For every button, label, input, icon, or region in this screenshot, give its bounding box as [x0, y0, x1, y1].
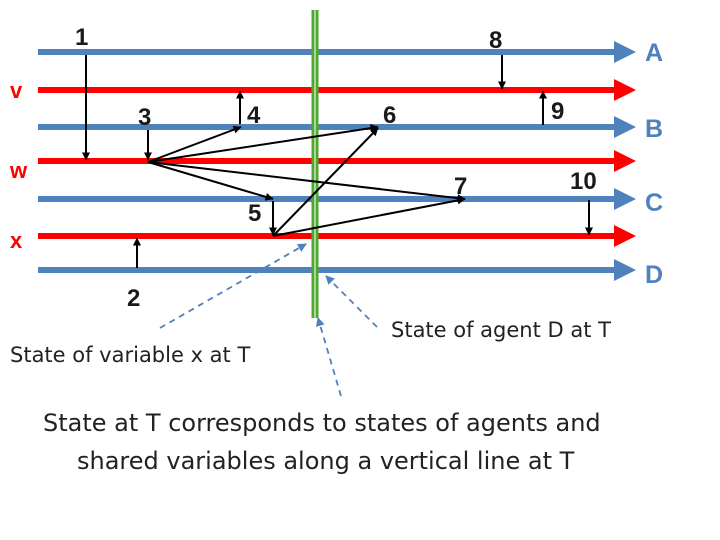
lanes-group: A v B w C: [9, 39, 663, 289]
event-labels-group: 1 2 3 4 5 6 7 8 9 10: [75, 24, 597, 312]
event-2-label: 2: [127, 285, 140, 312]
lane-d-arrowhead: [614, 259, 636, 281]
message-5-to-6-arrow: [272, 127, 379, 237]
lane-x-label: x: [10, 228, 23, 253]
agent-state-note: State of agent D at T: [391, 318, 611, 342]
lane-x-arrowhead: [614, 225, 636, 247]
annotations-group: State of variable x at T State of agent …: [10, 318, 611, 475]
message-3-to-7-arrow: [147, 161, 466, 203]
lane-a-arrowhead: [614, 41, 636, 63]
event-8-label: 8: [489, 27, 502, 54]
lane-b-arrowhead: [614, 116, 636, 138]
lane-agent-d: D: [38, 259, 663, 289]
lane-c-label: C: [645, 189, 663, 217]
event-3-label: 3: [138, 104, 151, 131]
event-6-label: 6: [383, 102, 396, 129]
message-5-to-7-arrow: [272, 196, 466, 237]
pointer-variable-x-arrow: [159, 243, 307, 329]
event-9-label: 9: [551, 98, 564, 125]
lane-w-label: w: [9, 158, 28, 183]
message-3-to-5-arrow: [147, 161, 274, 201]
lane-v-arrowhead: [614, 79, 636, 101]
event-1-label: 1: [75, 24, 88, 51]
pointers-group: [159, 243, 378, 397]
lane-a-label: A: [645, 39, 663, 67]
lane-w-arrowhead: [614, 150, 636, 172]
messages-group: [82, 55, 593, 268]
lane-b-label: B: [645, 115, 663, 143]
event-4-label: 4: [247, 102, 261, 129]
message-3-to-4-arrow: [147, 125, 242, 163]
lane-d-label: D: [645, 261, 663, 289]
event-5-label: 5: [248, 200, 261, 227]
event-10-label: 10: [570, 168, 597, 195]
message-3-to-6-arrow: [147, 124, 379, 163]
caption-line-1: State at T corresponds to states of agen…: [43, 409, 601, 437]
lane-agent-a: A: [38, 39, 663, 67]
lane-v-label: v: [10, 78, 23, 103]
lane-c-arrowhead: [614, 188, 636, 210]
pointer-agent-d-arrow: [325, 275, 378, 328]
variable-state-note: State of variable x at T: [10, 343, 250, 367]
lane-agent-c: C: [38, 188, 663, 217]
lane-variable-x: x: [10, 225, 636, 253]
lane-variable-w: w: [9, 150, 636, 183]
pointer-state-t-arrow: [315, 317, 342, 397]
event-7-label: 7: [454, 173, 467, 200]
caption-line-2: shared variables along a vertical line a…: [77, 447, 575, 475]
lane-variable-v: v: [10, 78, 636, 103]
lane-agent-b: B: [38, 115, 663, 143]
